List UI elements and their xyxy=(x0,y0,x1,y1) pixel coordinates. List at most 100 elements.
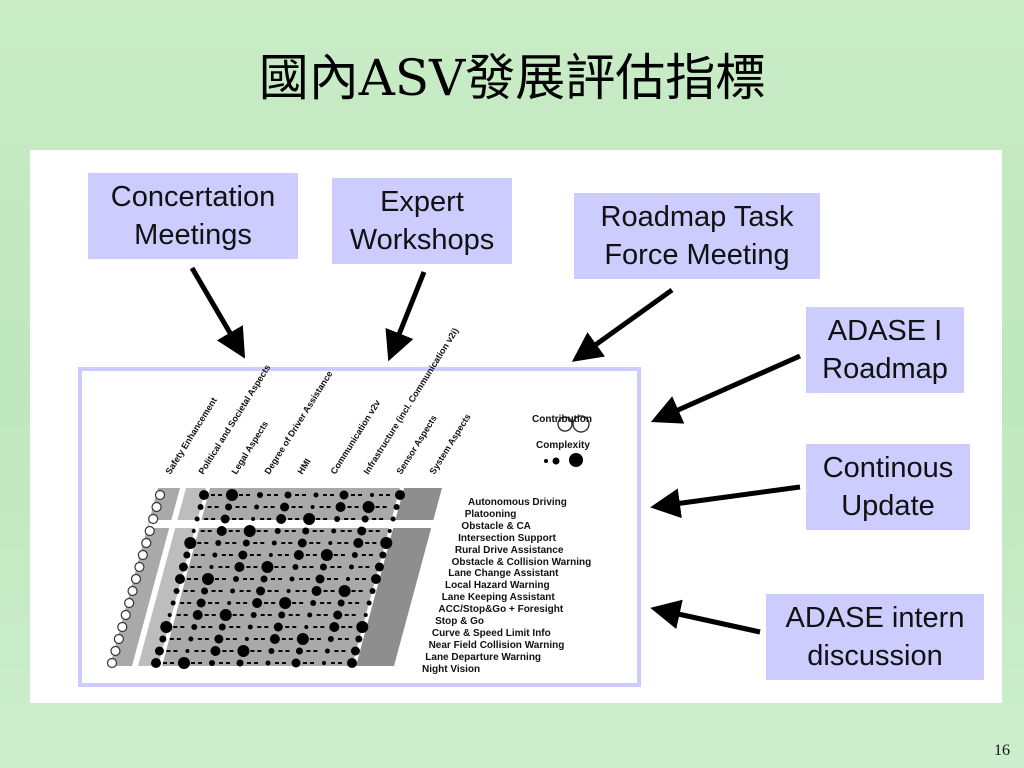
matrix-dot xyxy=(331,528,337,534)
matrix-dot xyxy=(369,588,376,594)
matrix-dot xyxy=(227,601,232,605)
matrix-dot xyxy=(356,621,369,633)
matrix-dot xyxy=(350,646,360,656)
adase-intern-label: ADASE intern discussion xyxy=(785,602,965,672)
matrix-dot xyxy=(192,610,203,620)
matrix-dot xyxy=(357,526,367,536)
matrix-dot xyxy=(261,561,274,573)
legend-complexity-dot-1 xyxy=(544,459,548,463)
matrix-dot xyxy=(355,635,363,643)
safety-circle xyxy=(144,525,155,537)
matrix-dot xyxy=(194,516,200,522)
matrix-row-label: Stop & Go xyxy=(435,616,485,627)
matrix-dot xyxy=(303,513,316,525)
matrix-dot xyxy=(348,564,354,570)
matrix-dot xyxy=(185,649,190,653)
matrix-dot xyxy=(339,490,349,500)
matrix-dot xyxy=(250,612,257,618)
matrix-dot xyxy=(160,621,173,633)
legend-contribution-circle-large xyxy=(572,415,590,433)
matrix-dot xyxy=(216,526,227,536)
matrix-dot xyxy=(215,540,222,546)
matrix-dot xyxy=(393,504,400,510)
matrix-dot xyxy=(236,659,244,667)
concertation-meetings-box: Concertation Meetings xyxy=(88,173,298,259)
matrix-dot xyxy=(322,661,326,665)
adase-roadmap-label: ADASE I Roadmap xyxy=(822,315,948,385)
matrix-dot xyxy=(327,636,334,642)
safety-circle xyxy=(130,573,142,585)
matrix-dot xyxy=(297,538,307,548)
safety-circle xyxy=(141,537,152,549)
matrix-row-label: Lane Change Assistant xyxy=(448,568,559,580)
matrix-dot xyxy=(170,600,176,606)
matrix-dot xyxy=(361,515,369,523)
matrix-dot xyxy=(233,576,239,582)
matrix-dot xyxy=(371,574,381,584)
page-number: 16 xyxy=(994,742,1010,759)
legend-complexity-dot-2 xyxy=(552,457,560,465)
matrix-dot xyxy=(268,553,273,557)
matrix-dot xyxy=(366,600,372,606)
matrix-dot xyxy=(154,646,164,656)
matrix-dot xyxy=(238,550,248,560)
matrix-dot xyxy=(320,549,333,561)
matrix-frame xyxy=(78,367,641,687)
matrix-dot xyxy=(311,586,322,596)
matrix-dot xyxy=(175,574,185,584)
matrix-row-label: Platooning xyxy=(464,508,517,520)
matrix-dot xyxy=(242,539,250,547)
matrix-dot xyxy=(276,514,287,524)
matrix-stripe-0 xyxy=(110,488,180,666)
matrix-dot xyxy=(324,648,330,654)
matrix-dot xyxy=(279,597,292,609)
matrix-dot xyxy=(346,577,350,581)
matrix-dot xyxy=(247,624,253,630)
matrix-dot xyxy=(243,525,256,537)
expert-workshops-label: Expert Workshops xyxy=(349,186,495,256)
matrix-dot xyxy=(268,648,275,654)
safety-circle xyxy=(117,621,128,633)
matrix-dot xyxy=(362,501,375,513)
safety-circle xyxy=(148,513,159,525)
matrix-row-label: Curve & Speed Limit Info xyxy=(431,627,551,639)
slide-title: 國內ASV發展評估指標 xyxy=(258,49,766,107)
matrix-dot xyxy=(219,609,232,621)
arrow-concertation xyxy=(189,266,246,359)
matrix-dot xyxy=(257,492,263,498)
matrix-dot xyxy=(347,658,357,668)
matrix-dot xyxy=(184,537,197,549)
matrix-dot xyxy=(201,587,209,595)
matrix-dot xyxy=(370,493,374,497)
matrix-dot xyxy=(226,489,238,501)
matrix-dot xyxy=(210,646,221,656)
matrix-dot xyxy=(337,599,345,607)
safety-circle xyxy=(113,633,124,645)
matrix-dot xyxy=(191,529,196,533)
matrix-row-label: Lane Keeping Assistant xyxy=(441,592,555,604)
matrix-dot xyxy=(209,660,215,666)
matrix-dot xyxy=(334,516,341,522)
matrix-dot xyxy=(293,550,304,560)
matrix-dot xyxy=(220,514,230,524)
arrow-roadmap-task xyxy=(571,287,674,362)
adase-roadmap-box: ADASE I Roadmap xyxy=(806,307,964,393)
matrix-dot xyxy=(310,505,315,509)
matrix-dot xyxy=(230,588,236,594)
legend-contribution-label: Contribution xyxy=(532,414,592,425)
matrix-dot xyxy=(260,575,268,583)
matrix-row-label: Intersection Support xyxy=(458,532,556,544)
matrix-dot xyxy=(214,634,224,644)
matrix-dot xyxy=(278,611,286,619)
matrix-dot xyxy=(380,537,393,549)
matrix-row-label: Local Hazard Warning xyxy=(445,580,550,592)
matrix-dot xyxy=(315,574,325,584)
matrix-dot xyxy=(338,585,351,597)
matrix-dot xyxy=(178,657,190,669)
matrix-dot xyxy=(351,552,358,558)
matrix-dot xyxy=(379,551,387,559)
matrix-dot xyxy=(167,613,172,617)
safety-circle xyxy=(137,549,148,561)
legend-complexity-label: Complexity xyxy=(536,440,590,451)
matrix-dot xyxy=(202,573,214,585)
